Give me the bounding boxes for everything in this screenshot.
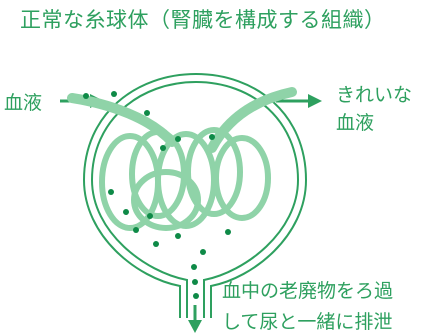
blood-in-label: 血液 bbox=[4, 92, 43, 114]
filtration-caption-line2: して尿と一緒に排泄 bbox=[222, 311, 393, 333]
clean-blood-label-line1: きれいな bbox=[336, 84, 413, 106]
waste-particles bbox=[83, 91, 231, 299]
urine-down-arrow bbox=[188, 305, 202, 333]
filtration-caption-line1: 血中の老廃物をろ過 bbox=[222, 280, 394, 302]
clean-blood-label-line2: 血液 bbox=[336, 112, 375, 134]
bowman-capsule bbox=[82, 72, 308, 318]
diagram-title: 正常な糸球体（腎臓を構成する組織） bbox=[20, 8, 386, 32]
efferent-vessel bbox=[207, 87, 297, 153]
outflow-arrow bbox=[276, 94, 322, 108]
capillary-tuft bbox=[67, 87, 297, 231]
